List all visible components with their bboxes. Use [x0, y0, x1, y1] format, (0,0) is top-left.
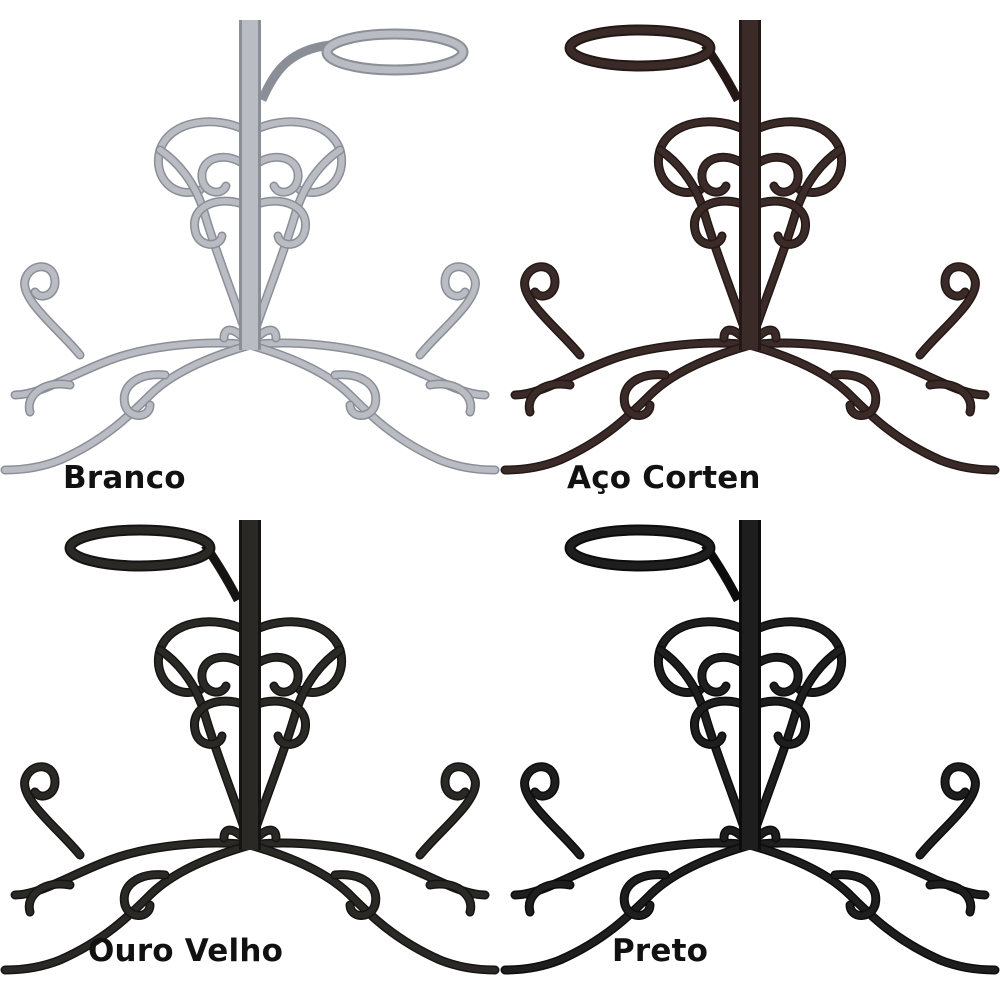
- plant-stand-base-white: [0, 20, 500, 475]
- plant-stand-base-corten: [500, 20, 1000, 475]
- variant-label: Preto: [612, 933, 709, 969]
- variant-label: Ouro Velho: [88, 933, 284, 969]
- variant-branco: Branco: [0, 0, 500, 500]
- variant-label: Branco: [63, 460, 186, 496]
- plant-stand-base-old-gold: [0, 520, 500, 975]
- variant-aco-corten: Aço Corten: [500, 0, 1000, 500]
- plant-stand-base-black: [500, 520, 1000, 975]
- variant-label: Aço Corten: [567, 460, 761, 496]
- variant-ouro-velho: Ouro Velho: [0, 500, 500, 1000]
- variant-preto: Preto: [500, 500, 1000, 1000]
